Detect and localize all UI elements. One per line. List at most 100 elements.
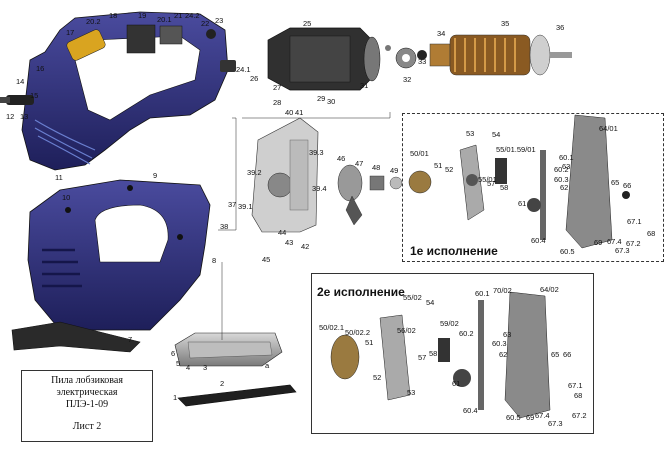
- label-39-4: 39.4: [312, 184, 327, 193]
- sheet-title-line3: ПЛЭ-1-09: [65, 399, 109, 410]
- label-45: 45: [262, 255, 270, 264]
- sheet-title-line1: Пила лобзиковая: [51, 375, 123, 386]
- label-v2-66: 66: [563, 350, 571, 359]
- label-61: 61: [518, 199, 526, 208]
- label-21: 21: [174, 11, 182, 20]
- label-67-1: 67.1: [627, 217, 642, 226]
- label-67-2: 67.2: [626, 239, 641, 248]
- label-28: 28: [273, 98, 281, 107]
- label-59-01: 55/01.59/01: [496, 145, 536, 154]
- label-v2-60-4: 60.4: [463, 406, 478, 415]
- label-10: 10: [62, 193, 70, 202]
- label-39-1: 39.1: [238, 202, 253, 211]
- gear-housing-part: [251, 117, 319, 233]
- label-51: 51: [434, 161, 442, 170]
- gear-train-parts: [337, 164, 403, 226]
- label-a: a: [265, 361, 270, 370]
- label-46: 46: [337, 154, 345, 163]
- label-v2-60-2: 60.2: [459, 329, 474, 338]
- label-55-01: 55/01: [478, 175, 497, 184]
- label-4: 4: [186, 363, 190, 372]
- variant2-frame: [311, 273, 594, 434]
- label-47: 47: [355, 159, 363, 168]
- label-50-01: 50/01: [410, 149, 429, 158]
- label-69: 69: [594, 238, 602, 247]
- right-housing-half: [27, 179, 211, 331]
- label-44: 44: [278, 228, 286, 237]
- label-60-2: 60.2: [554, 165, 569, 174]
- label-v2-67-4: 67.4: [535, 411, 550, 420]
- label-52: 52: [445, 165, 453, 174]
- sheet-number: Лист 2: [72, 421, 102, 432]
- label-v2-54: 54: [426, 298, 434, 307]
- label-49: 49: [390, 166, 398, 175]
- label-v2-67-1: 67.1: [568, 381, 583, 390]
- label-v2-67-3: 67.3: [548, 419, 563, 428]
- label-27: 27: [273, 83, 281, 92]
- label-43: 43: [285, 238, 293, 247]
- label-24-2: 24.2: [185, 11, 200, 20]
- label-53: 53: [466, 129, 474, 138]
- knob-parts: [206, 29, 236, 72]
- variant2-parts: [330, 291, 551, 419]
- label-66: 66: [623, 181, 631, 190]
- label-23: 23: [215, 16, 223, 25]
- label-19: 19: [138, 11, 146, 20]
- label-31: 31: [360, 81, 368, 90]
- label-62: 62: [560, 183, 568, 192]
- label-v2-50-02-1: 50/02.1: [319, 323, 344, 332]
- label-39-2: 39.2: [247, 168, 262, 177]
- label-v2-55-02: 55/02: [403, 293, 422, 302]
- label-14: 14: [16, 77, 24, 86]
- label-58: 58: [500, 183, 508, 192]
- label-34: 34: [437, 29, 445, 38]
- cord-guard-part: [0, 95, 34, 105]
- label-67-3: 67.3: [615, 246, 630, 255]
- label-9: 9: [153, 171, 157, 180]
- label-57: 57: [487, 179, 495, 188]
- label-20-2: 20.2: [86, 17, 101, 26]
- label-22: 22: [201, 19, 209, 28]
- capacitor-part: [66, 29, 106, 61]
- label-26: 26: [250, 74, 258, 83]
- label-v2-62: 62: [499, 350, 507, 359]
- label-v2-60-1: 60.1: [475, 289, 490, 298]
- label-30: 30: [327, 97, 335, 106]
- label-29: 29: [317, 94, 325, 103]
- label-v2-58: 58: [429, 349, 437, 358]
- label-v2-59-02: 59/02: [440, 319, 459, 328]
- label-v2-51: 51: [365, 338, 373, 347]
- label-v2-61: 61: [452, 379, 460, 388]
- label-67-4: 67.4: [607, 237, 622, 246]
- variant1-frame: [402, 113, 664, 262]
- label-32: 32: [403, 75, 411, 84]
- label-v2-68: 68: [574, 391, 582, 400]
- label-v2-63: 63: [503, 330, 511, 339]
- label-13: 13: [20, 112, 28, 121]
- label-25: 25: [303, 19, 311, 28]
- label-36: 36: [556, 23, 564, 32]
- label-v2-60-3: 60.3: [492, 339, 507, 348]
- label-v2-65: 65: [551, 350, 559, 359]
- label-63: 63: [562, 162, 570, 171]
- label-60-4: 60.4: [531, 236, 546, 245]
- label-8: 8: [212, 256, 216, 265]
- label-v2-57: 57: [418, 353, 426, 362]
- label-16: 16: [36, 64, 44, 73]
- bearing-parts: [385, 45, 427, 69]
- base-plate-part: [174, 332, 283, 367]
- dust-nozzle-part: [11, 321, 141, 353]
- label-35: 35: [501, 19, 509, 28]
- label-38: 38: [220, 222, 228, 231]
- stator-part: [267, 27, 381, 91]
- label-64-01: 64/01: [599, 124, 618, 133]
- label-11: 11: [55, 173, 63, 182]
- label-v2-70-02: 70/02: [493, 286, 512, 295]
- label-24-1: 24.1: [236, 65, 251, 74]
- label-41: 41: [295, 108, 303, 117]
- label-39-3: 39.3: [309, 148, 324, 157]
- label-v2-52: 52: [373, 373, 381, 382]
- label-2: 2: [220, 379, 224, 388]
- label-33: 33: [418, 57, 426, 66]
- switch-part: [126, 24, 156, 54]
